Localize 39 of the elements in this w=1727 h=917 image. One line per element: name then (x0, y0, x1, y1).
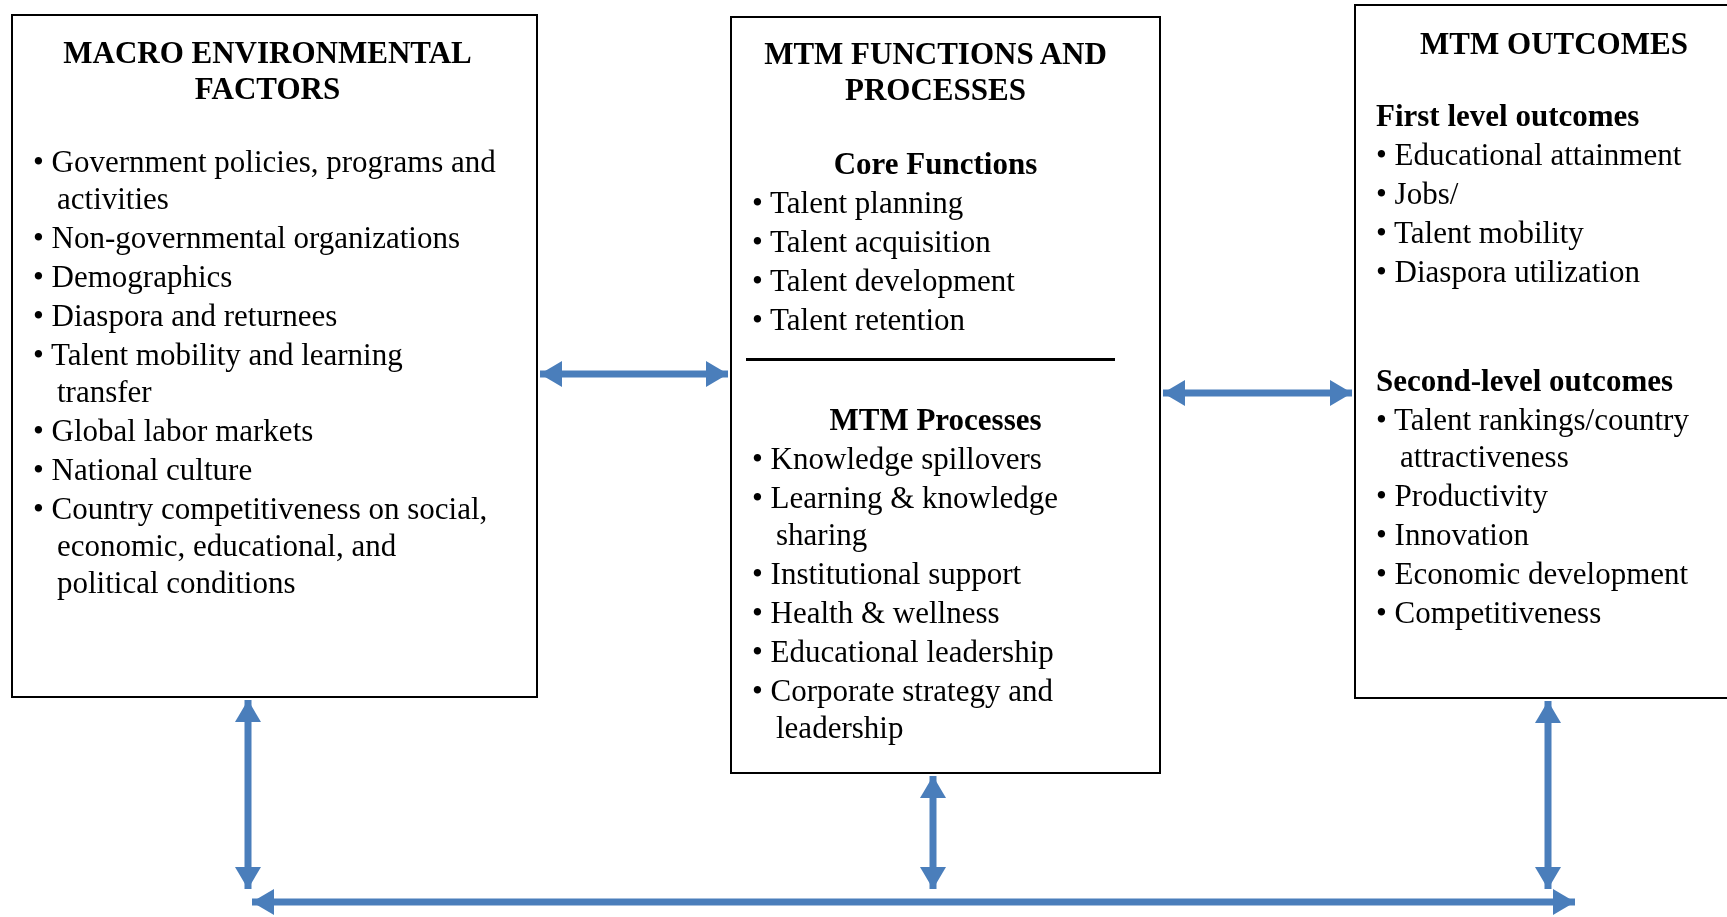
list-item: • Educational leadership (752, 633, 1055, 670)
double-arrow (540, 361, 728, 387)
list-item: • Economic development (1376, 555, 1690, 592)
list-item: • Corporate strategy and leadership (752, 672, 1054, 746)
list-item: • Institutional support (752, 555, 1023, 592)
framed-box (730, 16, 1161, 774)
box-heading: MACRO ENVIRONMENTAL FACTORS (62, 35, 473, 107)
list-item: • Health & wellness (752, 594, 1001, 631)
list-item: • Talent acquisition (752, 223, 992, 260)
box-heading: MTM OUTCOMES (1419, 26, 1689, 62)
list-item: • Talent rankings/country attractiveness (1376, 401, 1690, 475)
list-item: • Talent mobility (1376, 214, 1585, 251)
double-arrow (1163, 380, 1352, 406)
list-item: • National culture (33, 451, 254, 488)
list-item: • Productivity (1376, 477, 1549, 514)
list-item: • Diaspora utilization (1376, 253, 1641, 290)
list-item: • Educational attainment (1376, 136, 1683, 173)
list-item: • Jobs/ (1376, 175, 1460, 212)
list-item: • Talent mobility and learning transfer (33, 336, 404, 410)
list-item: • Talent planning (752, 184, 965, 221)
section-heading: First level outcomes (1376, 98, 1641, 134)
list-item: • Innovation (1376, 516, 1530, 553)
list-item: • Demographics (33, 258, 234, 295)
list-item: • Non-governmental organizations (33, 219, 461, 256)
list-item: • Talent development (752, 262, 1016, 299)
framed-box (11, 14, 538, 698)
list-item: • Learning & knowledge sharing (752, 479, 1060, 553)
section-heading: MTM Processes (828, 402, 1043, 438)
section-heading: Second-level outcomes (1376, 363, 1675, 399)
list-item: • Diaspora and returnees (33, 297, 339, 334)
framed-box (1354, 4, 1727, 699)
list-item: • Knowledge spillovers (752, 440, 1043, 477)
list-item: • Talent retention (752, 301, 966, 338)
list-item: • Government policies, programs and activities (33, 143, 497, 217)
list-item: • Competitiveness (1376, 594, 1603, 631)
list-item: • Global labor markets (33, 412, 315, 449)
box-heading: MTM FUNCTIONS AND PROCESSES (763, 36, 1108, 108)
list-item: • Country competitiveness on social, economic, educational, and political conditions (33, 490, 489, 601)
section-heading: Core Functions (832, 146, 1039, 182)
